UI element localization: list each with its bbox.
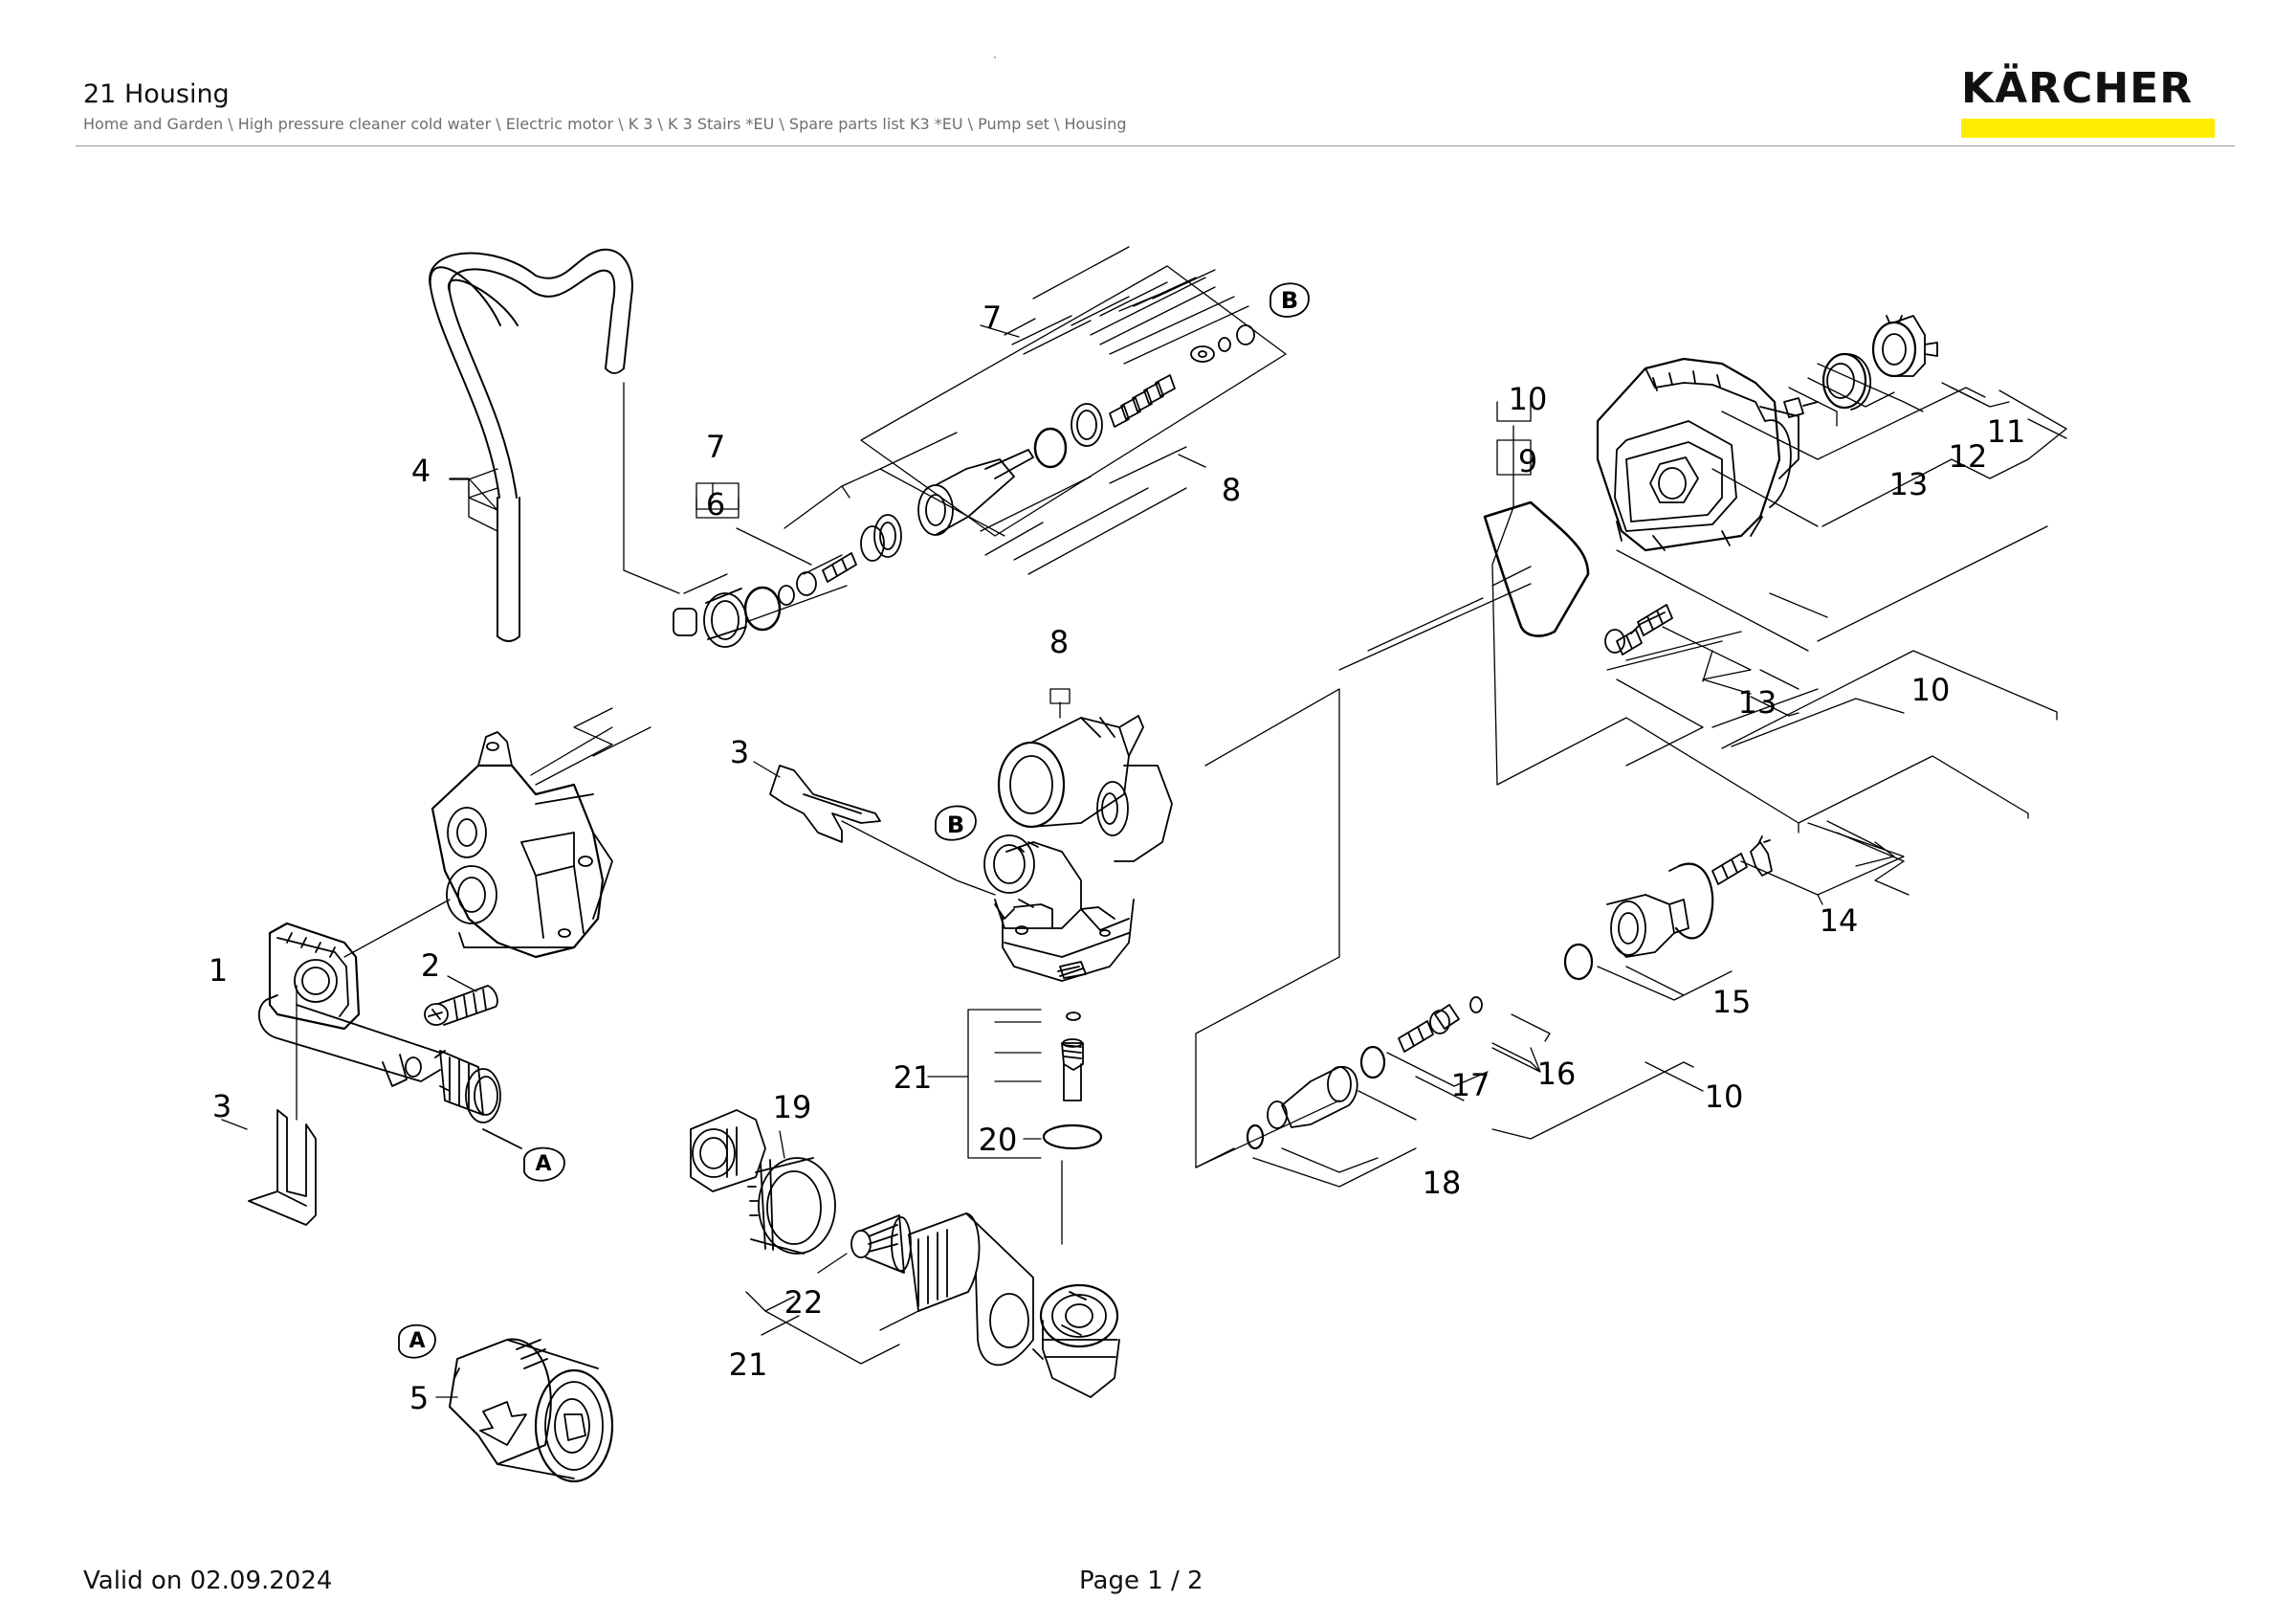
spring-part-13-lower	[1604, 604, 1673, 656]
hose-part	[429, 248, 633, 642]
page-number: Page 1 / 2	[1079, 1567, 1203, 1595]
logo-wordmark: KÄRCHER	[1961, 64, 2194, 113]
callout-b-2: B	[947, 812, 964, 838]
valve-part-14	[1711, 835, 1773, 885]
label-11: 11	[1987, 413, 2026, 450]
valve-seat-part-15	[1563, 862, 1714, 981]
callout-b-top: B	[1269, 282, 1310, 318]
label-22: 22	[784, 1284, 824, 1321]
clip-part-3-left	[248, 1109, 317, 1226]
logo-yellow-bar	[1961, 119, 2215, 138]
central-valve-housing	[983, 715, 1173, 982]
part-labels: 1 2 3 3 4 5 6 7 7 8 8 9 10 10 10 11 12 1…	[209, 300, 2026, 1416]
page-title: 21 Housing	[83, 79, 230, 109]
cylinder-head-housing	[1596, 357, 1799, 552]
label-13-upper: 13	[1889, 466, 1929, 502]
piston-part-13-upper	[1783, 397, 1819, 418]
label-8-mid: 8	[1049, 624, 1069, 660]
label-10-right: 10	[1911, 672, 1951, 708]
water-inlet-part-19	[690, 1109, 836, 1255]
label-18: 18	[1423, 1165, 1462, 1201]
label-1: 1	[209, 952, 228, 989]
label-5: 5	[409, 1380, 429, 1416]
label-3-left: 3	[212, 1088, 232, 1124]
quick-coupling-part-5	[449, 1338, 614, 1483]
label-2: 2	[421, 947, 440, 984]
valve-assembly-7-6	[673, 324, 1255, 648]
callout-a-outlet: A	[523, 1146, 565, 1182]
label-21-mid: 21	[894, 1059, 933, 1096]
label-4: 4	[411, 453, 430, 489]
label-19: 19	[773, 1089, 812, 1125]
label-8-top: 8	[1222, 472, 1241, 508]
callout-a-1: A	[535, 1152, 551, 1176]
check-valve-part-21	[1061, 1012, 1084, 1101]
pump-head-housing	[430, 731, 613, 959]
label-7-small: 7	[706, 429, 725, 465]
label-12: 12	[1949, 438, 1988, 475]
label-9: 9	[1518, 443, 1537, 479]
label-16: 16	[1537, 1056, 1577, 1092]
label-10-top: 10	[1509, 381, 1548, 417]
piston-guide-part-11	[1871, 315, 1938, 378]
part-16-17-18-group	[1246, 996, 1483, 1150]
breadcrumb: Home and Garden \ High pressure cleaner …	[83, 115, 1127, 133]
clip-part-3-mid	[769, 765, 881, 843]
header-divider	[76, 145, 2235, 146]
label-13-lower: 13	[1738, 684, 1777, 721]
callout-a-2: A	[408, 1329, 425, 1353]
label-14: 14	[1820, 902, 1859, 939]
valid-date: Valid on 02.09.2024	[83, 1567, 333, 1595]
screw-part-2	[424, 985, 498, 1026]
o-ring-part-20	[1042, 1123, 1103, 1150]
brand-logo: KÄRCHER	[1961, 65, 2215, 138]
callout-b-1: B	[1281, 287, 1298, 314]
label-10-lower: 10	[1705, 1078, 1744, 1115]
label-17: 17	[1451, 1067, 1490, 1103]
label-20: 20	[979, 1122, 1018, 1158]
label-21-lower: 21	[729, 1346, 768, 1383]
label-6: 6	[706, 486, 725, 522]
seal-part-12	[1821, 352, 1872, 411]
label-3-mid: 3	[730, 734, 749, 770]
filter-part-22	[850, 1214, 912, 1274]
outlet-body-part-1	[257, 922, 522, 1149]
leader-lines	[221, 56, 2067, 1398]
callout-a-coupling: A	[398, 1323, 436, 1359]
gasket-part-9	[1483, 500, 1590, 637]
callout-b-mid: B	[935, 805, 977, 841]
label-15: 15	[1712, 984, 1752, 1020]
label-boxes	[695, 439, 1532, 704]
inlet-elbow-part-21	[908, 1212, 1120, 1398]
label-7-top: 7	[982, 300, 1002, 336]
